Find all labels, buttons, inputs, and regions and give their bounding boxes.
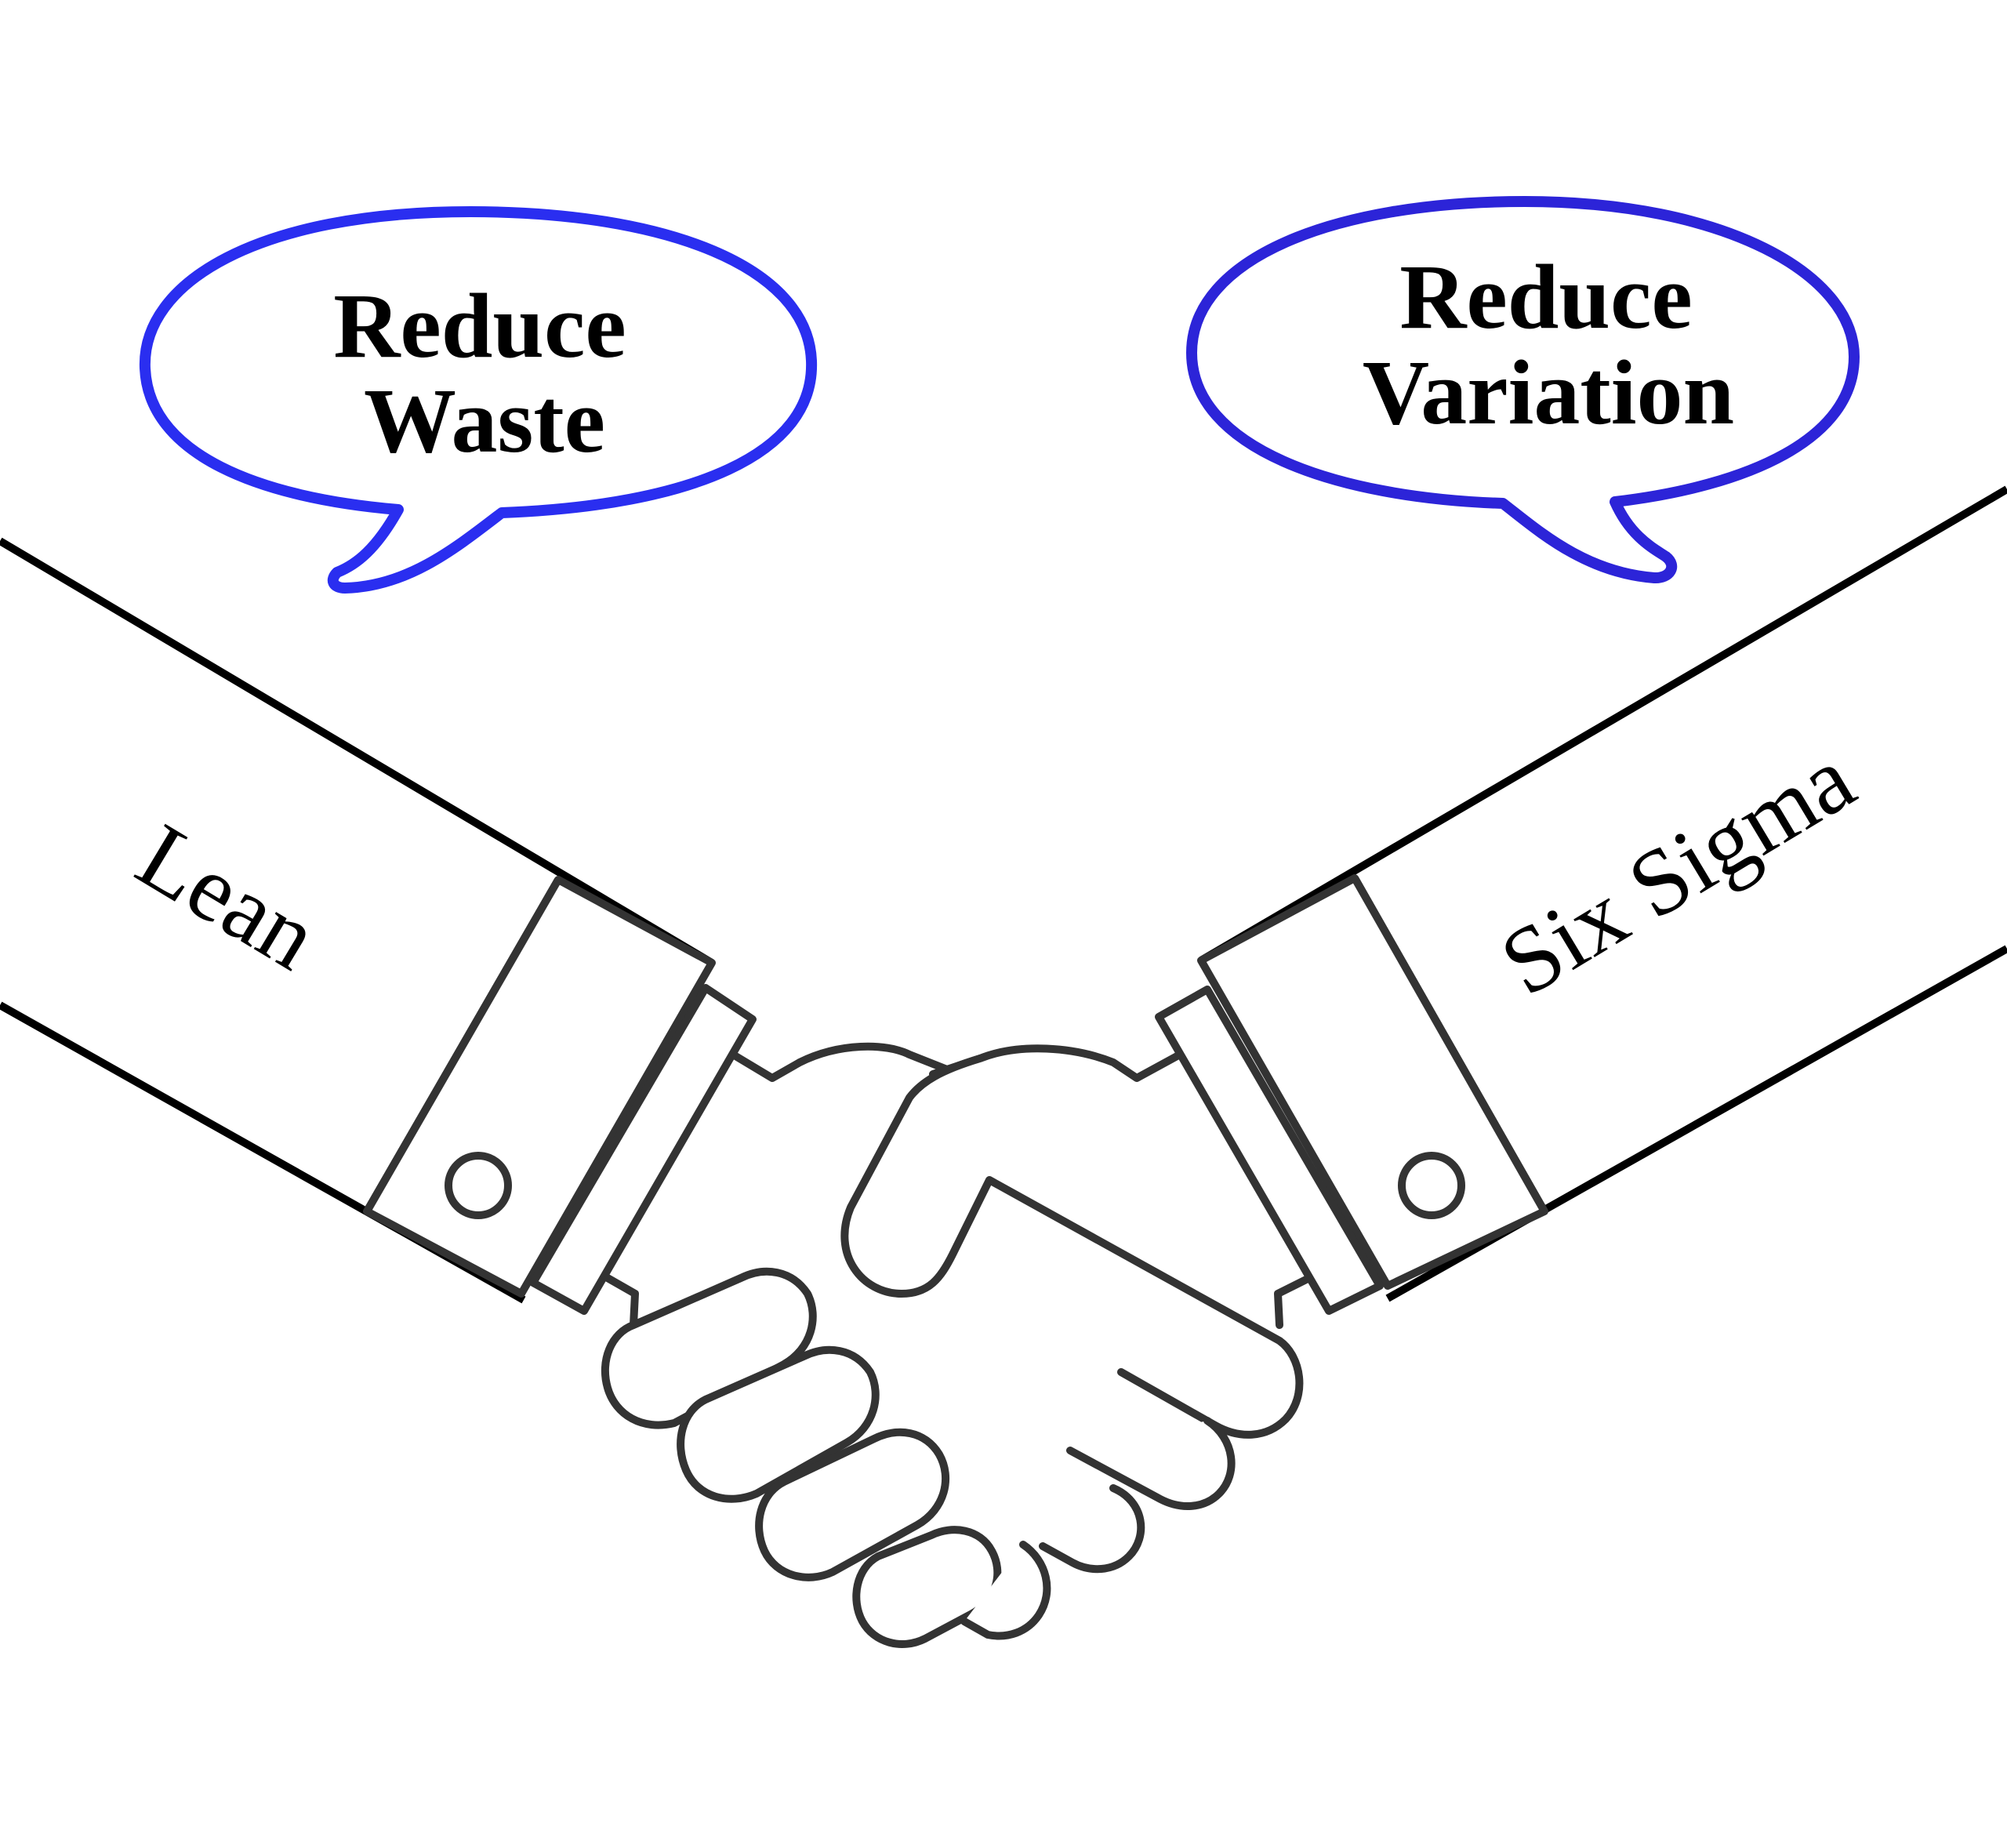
left-hand-finger-3 [755,1428,949,1581]
right-hand-finger-3 [960,1541,1051,1640]
right-wrist-lower [1274,1274,1313,1329]
right-hand-palm [840,1055,1304,1439]
bubble-right-line1: Reduce [1399,245,1693,348]
left-hand-finger-2 [677,1345,880,1503]
speech-bubble-right: Reduce Variation [1186,196,1860,583]
cuff-right [1155,874,1548,1315]
sleeve-right-label: Six Sigma [1483,725,1871,1015]
left-hand-finger-4 [852,1526,1002,1648]
sleeve-left-label: Lean [121,804,336,990]
bubble-right-line2: Variation [1363,341,1734,444]
sleeve-left-top-edge [0,537,714,967]
right-hand-finger-2 [1039,1484,1145,1574]
speech-bubble-right-shape [1186,196,1860,583]
cuff-left-edge [529,984,757,1315]
cufflink-left-icon [445,1152,512,1219]
left-wrist-lower [604,1274,639,1329]
cuff-right-edge [1155,986,1384,1315]
bubble-left-line2: Waste [364,369,605,472]
sleeve-right-top-edge [1199,485,2007,964]
right-hand-finger-1 [1066,1417,1236,1510]
cuff-left [363,876,757,1315]
bubble-left-line1: Reduce [333,274,626,377]
right-wrist [929,1044,1184,1082]
handshake-icon [601,1042,1313,1648]
left-wrist [729,1042,959,1082]
cufflink-right-icon [1398,1152,1465,1219]
speech-bubble-left: Reduce Waste [139,206,818,594]
speech-bubble-left-shape [139,206,818,594]
